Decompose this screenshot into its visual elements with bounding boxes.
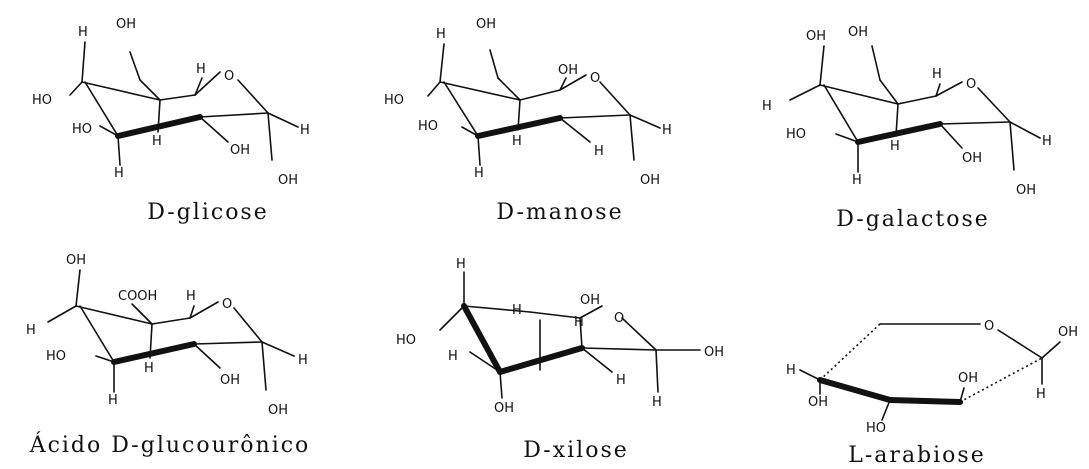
atom-label: H <box>1036 387 1046 402</box>
atom-label: OH <box>848 25 868 40</box>
atom-label: OH <box>640 173 660 188</box>
molecule-name: D-manose <box>496 200 623 225</box>
atom-label: H <box>448 349 458 364</box>
molecule-d-manose: H OH OH O HO HO H H H H OH D-manose <box>384 17 672 225</box>
molecule-name: D-xilose <box>523 438 629 463</box>
atom-label: H <box>108 393 118 408</box>
ring-oxygen-label: O <box>614 311 624 326</box>
atom-label: H <box>594 144 604 159</box>
atom-label: H <box>298 353 308 368</box>
atom-label: H <box>436 27 446 42</box>
atom-label: H <box>616 373 626 388</box>
atom-label: HO <box>418 119 438 134</box>
atom-label: H <box>852 173 862 188</box>
ring-oxygen-label: O <box>224 69 234 84</box>
atom-label: COOH <box>118 289 157 304</box>
atom-label: H <box>114 166 124 181</box>
atom-label: H <box>512 134 522 149</box>
atom-label: OH <box>66 253 86 268</box>
molecule-name: L-arabiose <box>848 443 985 468</box>
ring-oxygen-label: O <box>590 71 600 86</box>
bonds <box>47 269 295 393</box>
atom-label: HO <box>32 93 52 108</box>
atom-label: H <box>1042 134 1052 149</box>
atom-label: OH <box>230 143 250 158</box>
atom-label: OH <box>116 17 136 32</box>
atom-label: H <box>932 67 942 82</box>
atom-label: HO <box>384 93 404 108</box>
molecule-d-glicose: H OH H O HO HO H H H OH OH D-glicose <box>32 17 310 225</box>
ring-oxygen-label: O <box>966 77 976 92</box>
molecule-name: D-glicose <box>147 200 269 225</box>
atom-label: HO <box>46 349 66 364</box>
bonds <box>799 323 1061 421</box>
atom-label: OH <box>580 293 600 308</box>
atom-label: H <box>456 257 466 272</box>
molecule-acido-d-glucouronico: OH COOH H O H HO H H H OH OH Ácido D-glu… <box>26 253 311 458</box>
atom-label: H <box>574 315 584 330</box>
atom-label: H <box>662 123 672 138</box>
molecule-d-xilose: H H OH H O HO H H OH OH H D-xilose <box>396 257 724 463</box>
atom-label: H <box>652 395 662 410</box>
atom-label: OH <box>704 345 724 360</box>
ring-oxygen-label: O <box>222 297 232 312</box>
bonds <box>439 271 701 399</box>
atom-label: OH <box>808 395 828 410</box>
atom-label: HO <box>866 421 886 436</box>
atom-label: OH <box>494 401 514 416</box>
molecule-l-arabiose: O OH H OH OH HO H L-arabiose <box>786 319 1078 468</box>
atom-label: OH <box>806 29 826 44</box>
atom-label: OH <box>962 151 982 166</box>
atom-label: H <box>26 323 36 338</box>
atom-label: OH <box>278 173 298 188</box>
atom-label: OH <box>476 17 496 32</box>
atom-label: OH <box>220 373 240 388</box>
molecule-name: D-galactose <box>836 207 990 232</box>
atom-label: H <box>890 139 900 154</box>
ring-oxygen-label: O <box>984 319 994 334</box>
molecule-name: Ácido D-glucourônico <box>29 431 311 458</box>
atom-label: H <box>474 166 484 181</box>
bonds <box>69 41 299 166</box>
molecule-d-galactose: OH OH H O H HO H H H OH OH D-galactose <box>762 25 1052 232</box>
atom-label: OH <box>268 403 288 418</box>
atom-label: OH <box>1058 325 1078 340</box>
atom-label: H <box>196 62 206 77</box>
atom-label: H <box>186 289 196 304</box>
atom-label: HO <box>786 127 806 142</box>
atom-label: H <box>300 123 310 138</box>
atom-label: H <box>786 363 796 378</box>
atom-label: HO <box>72 122 92 137</box>
atom-label: H <box>78 25 88 40</box>
atom-label: H <box>762 99 772 114</box>
atom-label: H <box>512 303 522 318</box>
atom-label: H <box>144 361 154 376</box>
atom-label: OH <box>558 63 578 78</box>
bonds <box>789 45 1041 173</box>
atom-label: HO <box>396 333 416 348</box>
atom-label: OH <box>1016 183 1036 198</box>
atom-label: OH <box>958 371 978 386</box>
bonds <box>427 43 661 166</box>
atom-label: H <box>152 134 162 149</box>
